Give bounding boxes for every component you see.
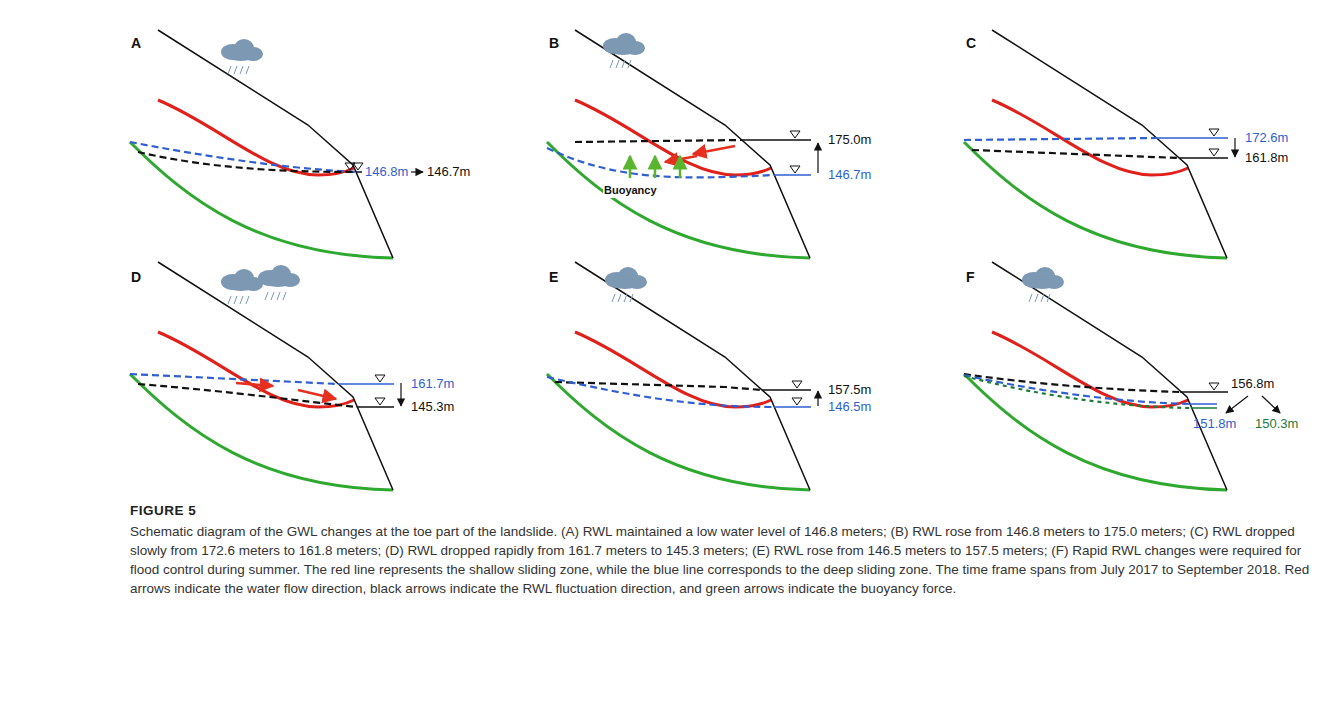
water-level-label: 161.7m — [410, 376, 455, 391]
water-level-label: 161.8m — [1244, 150, 1289, 165]
water-level-label: 146.7m — [426, 164, 471, 179]
panel-letter: C — [965, 36, 977, 51]
panel-letter: D — [130, 270, 142, 285]
figure-title: FIGURE 5 — [130, 503, 196, 518]
water-level-label: 172.6m — [1244, 130, 1289, 145]
figure-caption: Schematic diagram of the GWL changes at … — [130, 522, 1310, 598]
water-level-label: 157.5m — [827, 382, 872, 397]
water-level-label: 146.7m — [827, 167, 872, 182]
panel-letter: A — [130, 36, 142, 51]
water-level-label: 156.8m — [1230, 376, 1275, 391]
water-level-label: 146.5m — [827, 399, 872, 414]
panel-letter: E — [548, 270, 559, 285]
water-level-label: 175.0m — [827, 132, 872, 147]
panel-letter: F — [965, 270, 976, 285]
water-level-label: 150.3m — [1254, 416, 1299, 431]
water-level-label: 151.8m — [1192, 416, 1237, 431]
water-level-label: 145.3m — [410, 399, 455, 414]
panel-letter: B — [548, 36, 560, 51]
force-label: Buoyancy — [603, 183, 658, 198]
water-level-label: 146.8m — [364, 164, 409, 179]
